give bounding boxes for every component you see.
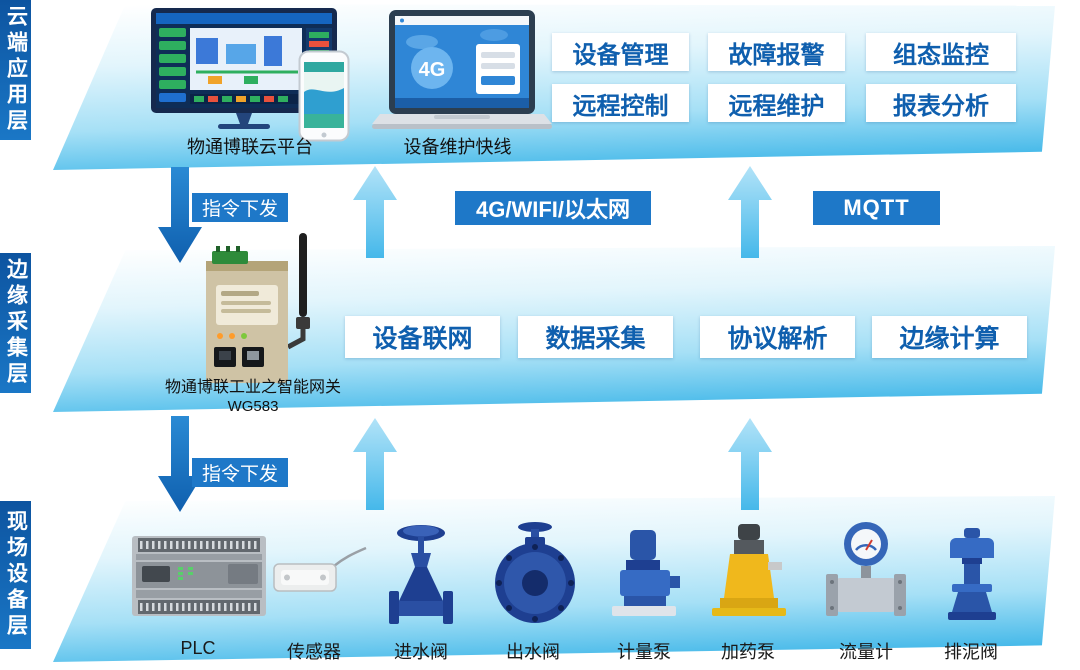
edge-layer-label: 边缘采集层 xyxy=(0,253,31,393)
device-label-dosing-pump: 加药泵 xyxy=(721,642,775,662)
feature-edge-computing: 边缘计算 xyxy=(872,316,1027,358)
feature-report-analysis: 报表分析 xyxy=(866,84,1016,122)
mud-discharge-valve-image xyxy=(948,528,996,620)
device-label-metering-pump: 计量泵 xyxy=(617,642,671,662)
laptop-caption: 设备维护快线 xyxy=(403,137,512,157)
cloud-layer-label: 云端应用层 xyxy=(0,0,31,140)
edge-downlink-label: 指令下发 xyxy=(192,458,288,487)
device-label-plc: PLC xyxy=(180,638,216,658)
metering-pump-image xyxy=(612,530,680,616)
feature-fault-alarm: 故障报警 xyxy=(708,33,845,71)
laptop-image: 4G xyxy=(372,10,552,129)
dosing-pump-image xyxy=(712,524,786,616)
cloud-downlink-arrow xyxy=(158,167,202,263)
mobile-app-image xyxy=(298,50,350,142)
device-label-sensor: 传感器 xyxy=(287,642,341,662)
cloud-platform-caption: 物通博联云平台 xyxy=(187,137,313,157)
uplink-arrow-1 xyxy=(353,166,397,258)
gateway-caption: 物通博联工业之智能网关 WG583 xyxy=(143,378,363,416)
uplink-arrow-2 xyxy=(728,166,772,258)
feature-data-collection: 数据采集 xyxy=(518,316,673,358)
dashboard-menu-buttons xyxy=(159,28,186,89)
sensor-image xyxy=(273,546,367,592)
feature-device-networking: 设备联网 xyxy=(345,316,500,358)
device-label-outlet-valve: 出水阀 xyxy=(506,642,560,662)
uplink-protocol-label: MQTT xyxy=(813,191,940,225)
gateway-caption-line2: WG583 xyxy=(227,398,279,415)
gateway-image xyxy=(206,233,310,383)
inlet-valve-image xyxy=(389,525,453,624)
device-label-flow-meter: 流量计 xyxy=(839,642,893,662)
laptop-screen-badge: 4G xyxy=(419,59,446,81)
feature-remote-control: 远程控制 xyxy=(552,84,689,122)
field-layer-label: 现场设备层 xyxy=(0,501,31,649)
feature-device-management: 设备管理 xyxy=(552,33,689,71)
device-label-inlet-valve: 进水阀 xyxy=(394,642,448,662)
uplink-network-label: 4G/WIFI/以太网 xyxy=(455,191,651,225)
feature-remote-maintenance: 远程维护 xyxy=(708,84,845,122)
uplink-arrow-4 xyxy=(728,418,772,510)
edge-downlink-arrow xyxy=(158,416,202,512)
feature-protocol-parsing: 协议解析 xyxy=(700,316,855,358)
device-label-mud-valve: 排泥阀 xyxy=(944,642,998,662)
gateway-caption-line1: 物通博联工业之智能网关 xyxy=(164,379,341,396)
outlet-valve-image xyxy=(495,522,575,623)
flow-meter-image xyxy=(826,522,906,616)
cloud-downlink-label: 指令下发 xyxy=(192,193,288,222)
feature-scada-monitoring: 组态监控 xyxy=(866,33,1016,71)
plc-image xyxy=(132,536,266,616)
uplink-arrow-3 xyxy=(353,418,397,510)
